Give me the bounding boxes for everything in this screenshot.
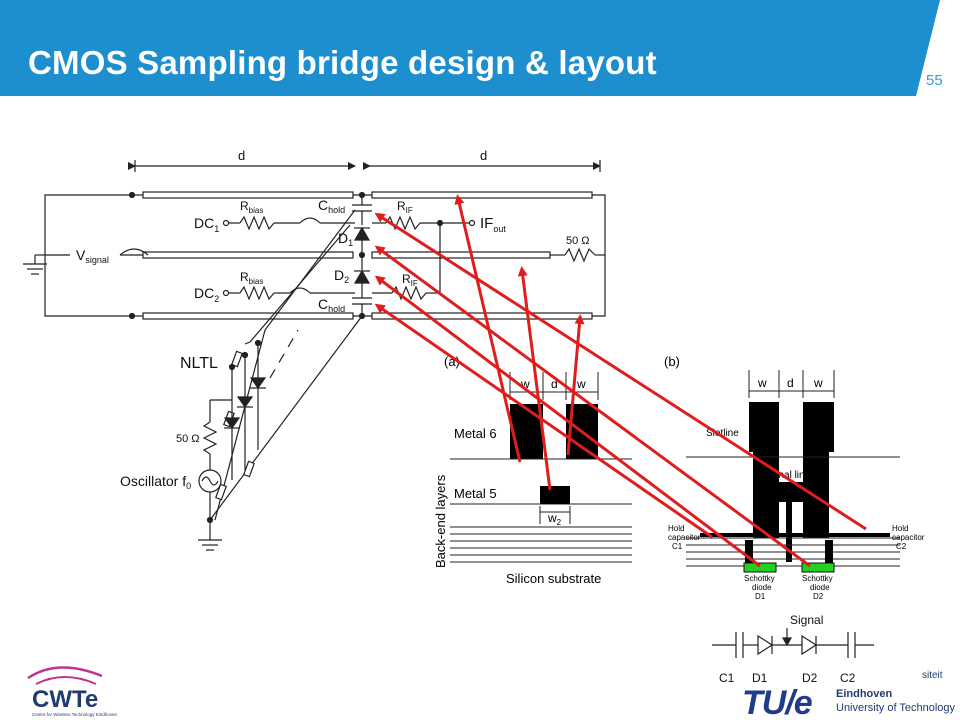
signal-line-label: Signal line bbox=[764, 470, 811, 481]
rbias-top-label: Rbias bbox=[240, 199, 263, 215]
arrow-cap-c1-to-chold-bottom bbox=[374, 303, 713, 539]
tue-logo-line2: University of Technology bbox=[836, 702, 956, 714]
slotline-label: Slotline bbox=[706, 428, 739, 439]
schottky-diode-d1 bbox=[743, 562, 777, 573]
d1-label: D1 bbox=[338, 230, 353, 248]
cwte-logo-text: CWTe bbox=[32, 686, 98, 713]
section-b-w1: w bbox=[757, 376, 767, 390]
tue-logo-line1: Eindhoven bbox=[836, 688, 893, 700]
metal5-label: Metal 5 bbox=[454, 486, 497, 501]
section-b-label: (b) bbox=[664, 354, 680, 369]
dc2-label: DC2 bbox=[194, 285, 219, 304]
section-a-w2top: w bbox=[576, 377, 586, 391]
tue-logo-line0: siteit bbox=[922, 670, 943, 681]
rbias-bottom-label: Rbias bbox=[240, 270, 263, 286]
backend-layers-label: Back-end layers bbox=[433, 474, 448, 568]
ifout-label: IFout bbox=[480, 215, 506, 234]
rif-bottom-label: RIF bbox=[402, 272, 418, 288]
metal6-label: Metal 6 bbox=[454, 426, 497, 441]
cross-section-b: (b) w d w bbox=[664, 354, 927, 601]
equiv-d2-label: D2 bbox=[802, 671, 818, 685]
rif-top-label: RIF bbox=[397, 199, 413, 215]
dim-label-right: d bbox=[480, 148, 487, 163]
silicon-substrate-label: Silicon substrate bbox=[506, 571, 601, 586]
circuit-schematic bbox=[23, 160, 606, 551]
cross-section-a: (a) w d w bbox=[433, 354, 632, 586]
section-b-w2: w bbox=[813, 376, 823, 390]
section-a-w2: w2 bbox=[547, 511, 562, 527]
tue-logo-mark: TU/e bbox=[742, 684, 812, 720]
vsignal-label: Vsignal bbox=[76, 247, 109, 265]
chold-bottom-label: Chold bbox=[318, 296, 345, 314]
equivalent-circuit bbox=[712, 628, 874, 658]
mapping-arrows bbox=[374, 194, 867, 568]
section-b-d: d bbox=[787, 376, 794, 390]
oscillator-label: Oscillator f0 bbox=[120, 473, 191, 491]
nltl-label: NLTL bbox=[180, 355, 218, 372]
schottky-d2-label: Schottky diode D2 bbox=[802, 574, 835, 601]
arrow-diode-d1-to-d2 bbox=[374, 275, 761, 568]
d2-label: D2 bbox=[334, 267, 349, 285]
title-banner bbox=[0, 0, 940, 96]
equiv-c1-label: C1 bbox=[719, 671, 735, 685]
section-a-label: (a) bbox=[444, 354, 460, 369]
equiv-d1-label: D1 bbox=[752, 671, 768, 685]
arrow-diode-d2-to-d1 bbox=[374, 245, 811, 568]
r50-right-label: 50 Ω bbox=[566, 235, 590, 247]
r50-osc-label: 50 Ω bbox=[176, 433, 200, 445]
slide-title: CMOS Sampling bridge design & layout bbox=[28, 44, 657, 81]
chold-top-label: Chold bbox=[318, 197, 345, 215]
schottky-d1-label: Schottky diode D1 bbox=[744, 574, 777, 601]
cwte-logo: CWTe Centre for Wireless Technology Eind… bbox=[27, 666, 117, 717]
page-number: 55 bbox=[926, 72, 943, 89]
cwte-logo-subtext: Centre for Wireless Technology Eindhoven bbox=[32, 712, 117, 717]
arrow-signal-to-center-line bbox=[517, 266, 552, 491]
equiv-signal-label: Signal bbox=[790, 613, 823, 627]
hold-cap-c2-label: Hold capacitor C2 bbox=[892, 524, 927, 551]
tue-logo: TU/e siteit Eindhoven University of Tech… bbox=[742, 670, 956, 720]
hold-cap-c1-label: Hold capacitor C1 bbox=[668, 524, 703, 551]
arrow-metal6-to-bottom-line bbox=[566, 314, 585, 456]
arrow-cap-c2-to-chold-top bbox=[374, 212, 867, 531]
schottky-diode-d2 bbox=[801, 562, 835, 573]
dim-label-left: d bbox=[238, 148, 245, 163]
dc1-label: DC1 bbox=[194, 215, 219, 234]
equiv-c2-label: C2 bbox=[840, 671, 856, 685]
section-a-w1: w bbox=[520, 377, 530, 391]
section-a-d: d bbox=[551, 377, 558, 391]
